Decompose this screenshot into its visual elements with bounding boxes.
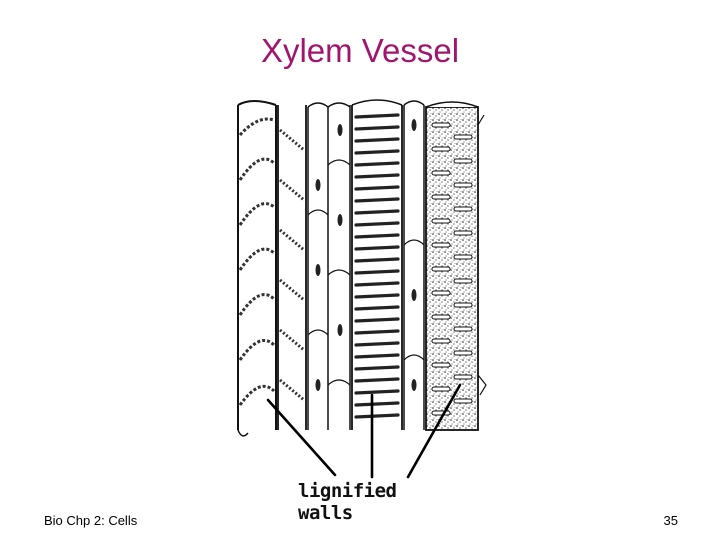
scalariform-vessel [351,99,403,430]
parenchyma-cells [307,102,351,430]
reticulate-cells [403,100,425,430]
lignified-walls-label: lignified walls [298,480,397,524]
slide-title: Xylem Vessel [260,32,460,69]
page-number: 35 [663,513,678,528]
xylem-vessel-diagram [237,99,487,479]
spiral-vessel [237,100,277,437]
pitted-vessel [425,101,487,431]
footer-course-label: Bio Chp 2: Cells [44,513,138,528]
callout-pointer-lines [266,383,462,479]
helical-vessel [277,105,307,430]
